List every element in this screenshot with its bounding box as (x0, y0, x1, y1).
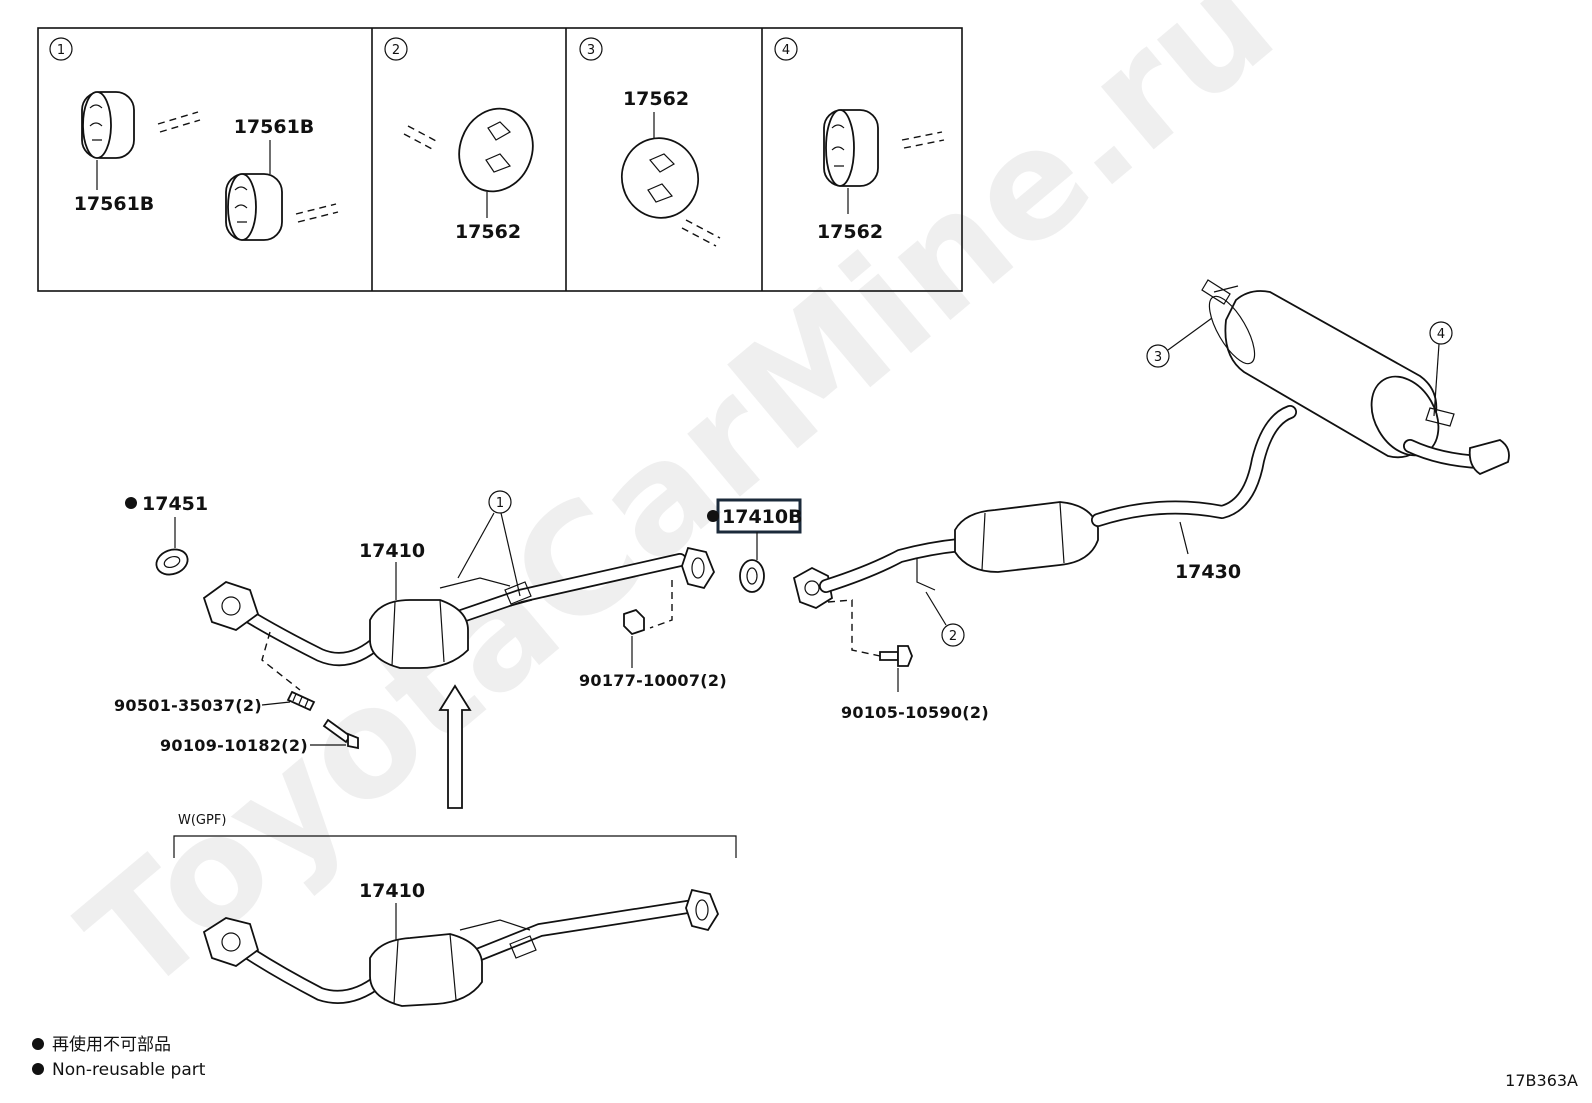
rear-flange-icon (681, 546, 716, 590)
part-label-90501: 90501-35037(2) (114, 696, 262, 715)
inset-3-number: 3 (587, 43, 595, 58)
part-label-90105: 90105-10590(2) (841, 703, 989, 722)
tail-pipe-17430: 17430 (792, 279, 1510, 609)
muffler-bracket-front-icon (1201, 279, 1239, 305)
main-muffler-icon (1208, 290, 1440, 459)
center-flange-icon (792, 566, 833, 609)
inset-2-number: 2 (392, 43, 400, 58)
part-label-90177: 90177-10007(2) (579, 671, 727, 690)
tail-tip-icon (1468, 439, 1510, 476)
hanger-17562-icon (458, 107, 534, 193)
inset-panels: 1 17561B 17561B 2 (37, 27, 963, 292)
part-label-17561b-a: 17561B (74, 193, 155, 215)
variant-label: W(GPF) (178, 813, 226, 828)
diagram-code: 17B363A (1505, 1071, 1578, 1090)
part-label-17561b-b: 17561B (234, 116, 315, 138)
part-label-17562-a: 17562 (455, 221, 521, 243)
legend-line-en: Non-reusable part (52, 1060, 206, 1080)
svg-text:3: 3 (1154, 350, 1162, 365)
hanger-17562-icon (823, 109, 879, 187)
gasket-17410b-icon (739, 559, 765, 593)
callout-4: 4 (1429, 321, 1453, 417)
inset-4-number: 4 (782, 43, 790, 58)
variant-gpf: W(GPF) 17410 (173, 813, 737, 1007)
part-label-17451: 17451 (142, 493, 208, 515)
catalytic-converter-icon (369, 599, 469, 669)
legend: 再使用不可部品 Non-reusable part (32, 1034, 206, 1080)
svg-text:2: 2 (949, 629, 957, 644)
pipe-bracket-icon (504, 581, 533, 607)
part-label-17430: 17430 (1175, 561, 1241, 583)
bolt-90109-icon (322, 718, 359, 750)
hanger-17562-icon (620, 137, 700, 219)
part-label-17410b: 17410B (722, 506, 803, 528)
part-17451: 17451 (125, 493, 208, 576)
gpf-front-flange-icon (202, 917, 260, 968)
stud-90501-icon (286, 690, 316, 712)
hanger-17561b-icon (225, 173, 283, 241)
hanger-17561b-icon (81, 91, 135, 159)
callout-1: 1 (457, 490, 521, 597)
part-label-90109: 90109-10182(2) (160, 736, 308, 755)
gpf-rear-flange-icon (685, 888, 720, 932)
part-label-17562-c: 17562 (817, 221, 883, 243)
legend-line-jp: 再使用不可部品 (52, 1034, 171, 1055)
tail-pipe-bracket-icon (916, 558, 936, 591)
svg-text:4: 4 (1437, 327, 1445, 342)
inset-2: 2 17562 (384, 37, 534, 243)
up-arrow-icon (438, 684, 472, 809)
part-label-17562-b: 17562 (623, 88, 689, 110)
front-flange-icon (202, 580, 260, 632)
callout-3: 3 (1146, 317, 1213, 368)
gpf-converter-icon (369, 933, 483, 1007)
svg-text:1: 1 (496, 496, 504, 511)
gasket-17451-icon (155, 548, 189, 576)
sub-muffler-icon (954, 501, 1099, 573)
bolt-90105-icon (879, 645, 913, 667)
inset-1-number: 1 (57, 43, 65, 58)
callout-2: 2 (925, 591, 965, 647)
part-label-17410-gpf: 17410 (359, 880, 425, 902)
part-label-17410: 17410 (359, 540, 425, 562)
inset-3: 3 17562 (579, 37, 721, 247)
inset-1: 1 17561B 17561B (49, 37, 339, 241)
part-17410b: 17410B (707, 498, 803, 593)
nut-90177-icon (623, 608, 645, 636)
inset-4: 4 17562 (774, 37, 945, 243)
muffler-bracket-rear-icon (1425, 407, 1455, 427)
